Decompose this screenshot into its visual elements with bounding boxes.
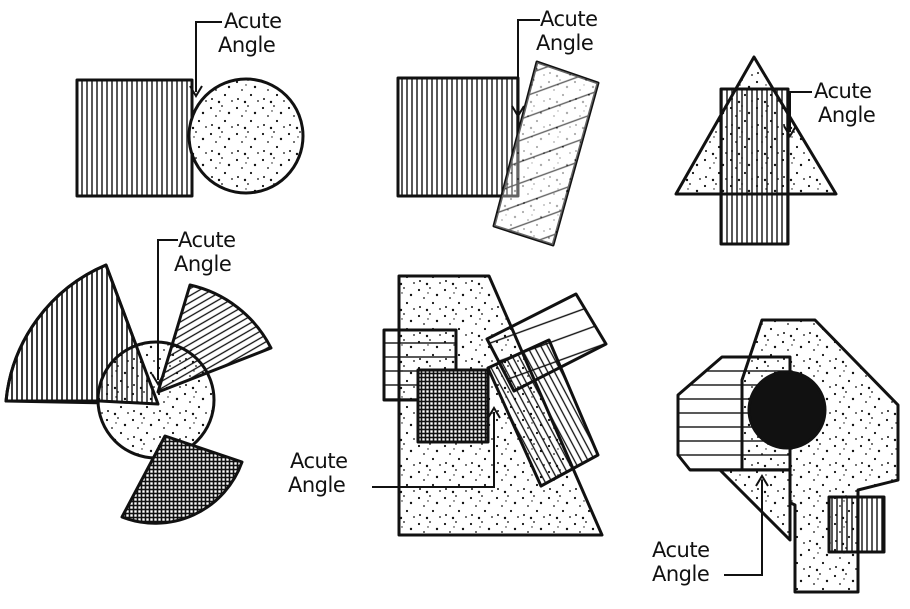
- acute-angle-leader: [195, 21, 222, 92]
- acute-angle-arrow: [511, 105, 525, 118]
- acute-angle-wedge: [718, 468, 792, 542]
- hatched-large-wedge-over: [4, 263, 160, 406]
- tilted-strip-stipple: [494, 62, 598, 245]
- crosshatched-bottom-wedge: [120, 434, 244, 525]
- diagonal-hatched-wedge: [156, 283, 273, 394]
- acute-angle-leader: [517, 19, 540, 112]
- hatched-square: [396, 76, 520, 198]
- diagonal-hatched-rectangle: [486, 338, 600, 488]
- hatched-small-square: [827, 495, 886, 554]
- solid-black-circle: [747, 370, 827, 450]
- hatched-square: [75, 78, 194, 198]
- hatched-vertical-bar: [719, 87, 790, 246]
- acute-angle-leader: [789, 91, 812, 132]
- acute-angle-leader: [157, 239, 178, 380]
- acute-angle-arrow: [755, 474, 769, 487]
- acute-angle-arrow: [151, 373, 165, 386]
- crosshatched-square: [416, 368, 490, 444]
- acute-angle-leader: [372, 412, 495, 488]
- stippled-circle: [187, 77, 305, 195]
- acute-angle-arrow: [783, 125, 797, 138]
- acute-angle-arrow: [189, 85, 203, 98]
- acute-angle-leader: [724, 480, 763, 576]
- acute-angle-arrow: [487, 406, 501, 419]
